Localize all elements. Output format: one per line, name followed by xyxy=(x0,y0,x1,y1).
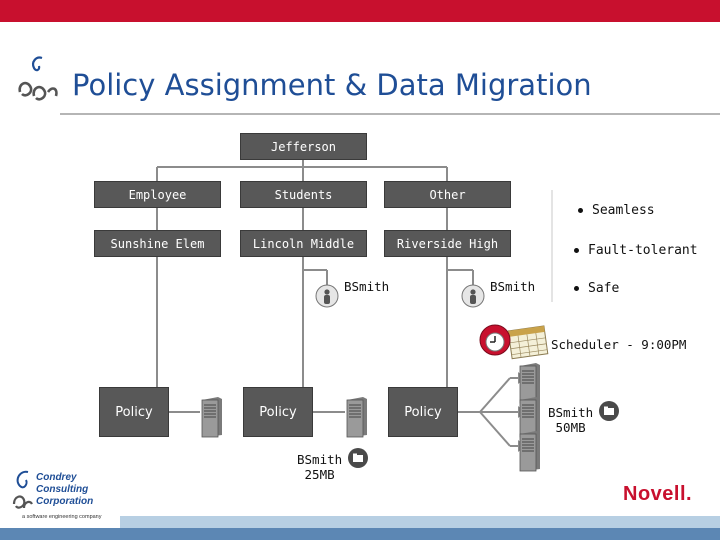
tree-node-lincoln-middle[interactable]: Lincoln Middle xyxy=(240,230,367,257)
bullet-dot xyxy=(574,286,579,291)
condrey-logo-icon xyxy=(12,470,33,509)
calendar-clock-icon[interactable] xyxy=(478,322,552,362)
folder-icon[interactable] xyxy=(347,447,369,469)
tree-node-employee[interactable]: Employee xyxy=(94,181,221,208)
tree-node-sunshine-elem[interactable]: Sunshine Elem xyxy=(94,230,221,257)
bullet-text: Safe xyxy=(588,281,620,296)
bullet-seamless: Seamless xyxy=(578,203,655,218)
bullet-dot xyxy=(574,248,579,253)
bullet-safe: Safe xyxy=(574,281,619,296)
tree-node-other[interactable]: Other xyxy=(384,181,511,208)
server-icon[interactable] xyxy=(518,430,542,472)
page-title: Policy Assignment & Data Migration xyxy=(72,68,592,102)
company-tagline: a software engineering company xyxy=(22,514,102,520)
policy-box-sunshine[interactable]: Policy xyxy=(99,387,169,437)
company-name-line3: Corporation xyxy=(36,496,94,507)
bullet-text: Fault-tolerant xyxy=(588,243,698,258)
user-label-riverside: BSmith xyxy=(490,279,536,294)
user-icon[interactable] xyxy=(315,284,339,308)
data-label-right-size: 50MB xyxy=(555,420,586,435)
folder-icon[interactable] xyxy=(598,400,620,422)
company-logo-icon xyxy=(18,56,58,101)
company-name-line1: Condrey xyxy=(36,472,77,483)
user-label-lincoln: BSmith xyxy=(344,279,390,294)
data-label-right: BSmith 50MB xyxy=(548,405,593,435)
top-accent-bar xyxy=(0,0,720,22)
tree-root-box[interactable]: Jefferson xyxy=(240,133,367,160)
policy-box-riverside[interactable]: Policy xyxy=(388,387,458,437)
bullet-fault-tolerant: Fault-tolerant xyxy=(574,243,698,258)
server-icon[interactable] xyxy=(200,396,224,438)
title-divider xyxy=(60,113,720,115)
user-icon[interactable] xyxy=(461,284,485,308)
footer-bar xyxy=(120,516,720,528)
bullet-text: Seamless xyxy=(592,203,655,218)
company-name-line2: Consulting xyxy=(36,484,89,495)
data-label-left: BSmith 25MB xyxy=(297,452,342,482)
server-icon[interactable] xyxy=(345,396,369,438)
novell-logo: Novell. xyxy=(623,483,693,505)
data-label-left-size: 25MB xyxy=(304,467,335,482)
data-label-right-user: BSmith xyxy=(548,405,594,420)
policy-box-lincoln[interactable]: Policy xyxy=(243,387,313,437)
bullet-dot xyxy=(578,208,583,213)
company-logo: Condrey Consulting Corporation a softwar… xyxy=(10,466,120,526)
data-label-left-user: BSmith xyxy=(297,452,343,467)
footer-strip xyxy=(0,528,720,540)
server-icon[interactable] xyxy=(518,396,542,438)
tree-node-riverside-high[interactable]: Riverside High xyxy=(384,230,511,257)
tree-node-students[interactable]: Students xyxy=(240,181,367,208)
scheduler-label: Scheduler - 9:00PM xyxy=(551,337,687,352)
